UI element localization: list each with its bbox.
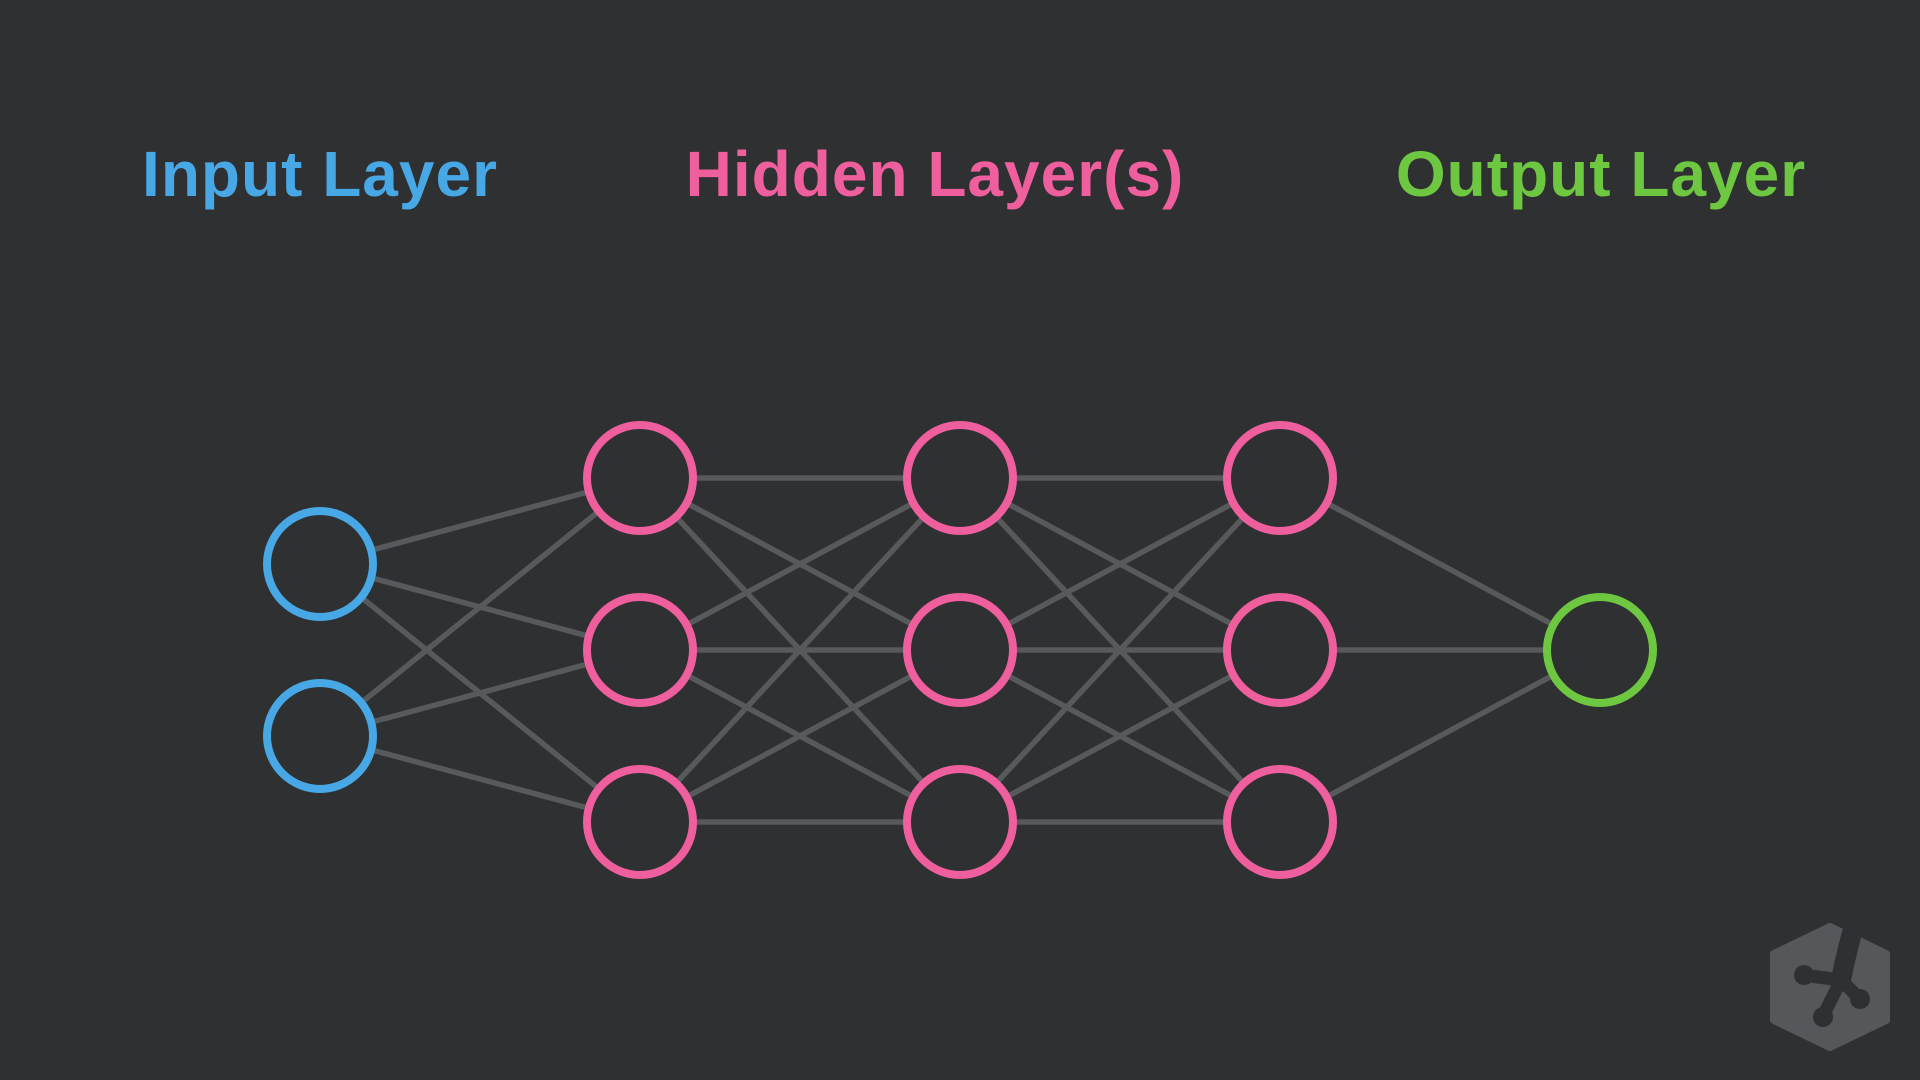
link-line — [1278, 647, 1602, 825]
hidden-layer-1-node — [583, 765, 697, 879]
hidden-layer-2-node — [903, 421, 1017, 535]
link-line — [637, 476, 963, 824]
link-line — [318, 475, 642, 739]
link-line — [958, 475, 1282, 653]
hidden-layer-1-node — [583, 421, 697, 535]
hidden-layer-label: Hidden Layer(s) — [685, 138, 1185, 210]
link-line — [957, 476, 1283, 824]
output-layer-node — [1543, 593, 1657, 707]
link-line — [638, 647, 962, 825]
hidden-layer-2-node — [903, 593, 1017, 707]
output-layer-label: Output Layer — [1395, 138, 1807, 210]
hidden-layer-3-node — [1223, 421, 1337, 535]
logo-frog-foot — [1794, 919, 1870, 1027]
link-line — [1278, 475, 1602, 653]
hidden-layer-2-node — [903, 765, 1017, 879]
input-layer-node — [263, 507, 377, 621]
input-layer-label: Input Layer — [142, 138, 498, 210]
link-line — [638, 475, 962, 653]
input-layer-node — [263, 679, 377, 793]
nodes-group — [263, 421, 1657, 879]
hidden-layer-3-node — [1223, 593, 1337, 707]
hidden-layer-1-node — [583, 593, 697, 707]
logo-hexagon — [1770, 923, 1890, 1051]
link-line — [958, 647, 1282, 825]
treehouse-logo-icon — [1770, 919, 1890, 1051]
hidden-layer-3-node — [1223, 765, 1337, 879]
